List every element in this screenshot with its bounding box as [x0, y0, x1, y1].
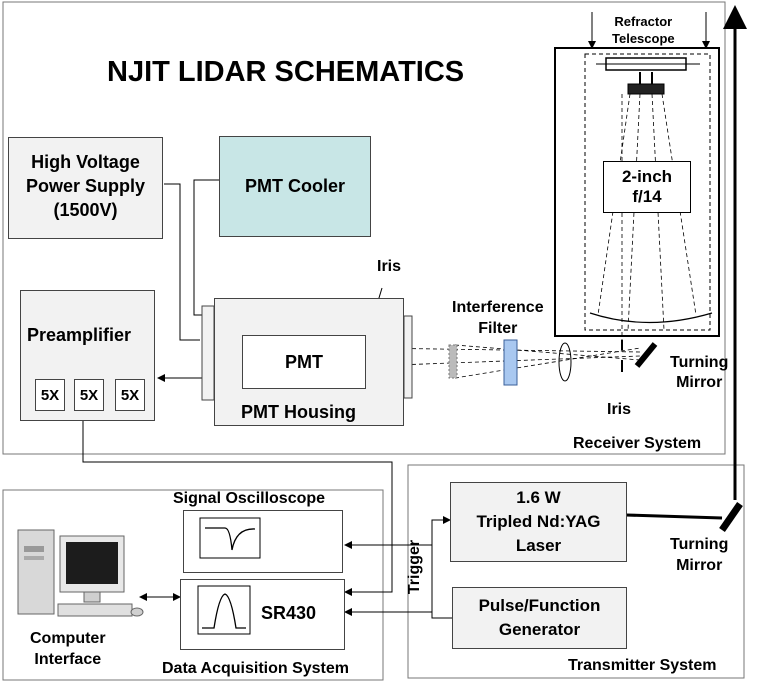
laser-label: 1.6 W Tripled Nd:YAG Laser	[476, 488, 601, 555]
focusing-lens	[558, 342, 572, 382]
sr430: SR430	[180, 579, 345, 650]
amp-5x-3: 5X	[115, 379, 145, 411]
amp-5x-3-label: 5X	[120, 386, 140, 404]
transmitter-system-label: Transmitter System	[568, 657, 717, 674]
preamplifier: Preamplifier 5X 5X 5X	[20, 290, 155, 421]
signal-oscilloscope	[183, 510, 343, 573]
amp-5x-2: 5X	[74, 379, 104, 411]
interference-filter-element	[503, 339, 518, 386]
receiver-system-label: Receiver System	[573, 435, 702, 452]
telescope-spec: 2-inch f/14	[603, 161, 691, 213]
pulse-function-generator: Pulse/Function Generator	[452, 587, 627, 649]
secondary-holder	[627, 83, 665, 95]
pmt-cooler-label: PMT Cooler	[244, 176, 345, 196]
laser: 1.6 W Tripled Nd:YAG Laser	[450, 482, 627, 562]
sr430-label: SR430	[261, 603, 317, 623]
computer-illustration	[17, 529, 144, 617]
amp-5x-2-label: 5X	[79, 386, 99, 404]
page-title: NJIT LIDAR SCHEMATICS	[107, 56, 465, 88]
interference-filter-label: Interference Filter	[452, 299, 544, 337]
pulse-generator-label: Pulse/Function Generator	[478, 596, 601, 639]
trigger-label: Trigger	[406, 539, 424, 595]
daq-system-frame	[2, 489, 384, 681]
telescope-tube	[554, 47, 720, 337]
hv-power-supply-label: High Voltage Power Supply (1500V)	[25, 152, 146, 220]
transmitter-turning-mirror-label: Turning Mirror	[670, 536, 729, 574]
receiver-turning-mirror-label: Turning Mirror	[670, 354, 729, 391]
pmt-cooler: PMT Cooler	[219, 136, 371, 237]
amp-5x-1-label: 5X	[40, 386, 60, 404]
transmitter-system-frame	[407, 464, 745, 679]
hv-power-supply: High Voltage Power Supply (1500V)	[8, 137, 163, 239]
signal-oscilloscope-label: Signal Oscilloscope	[173, 490, 326, 507]
telescope-spec-label: 2-inch f/14	[621, 167, 673, 206]
telescope-label: Refractor Telescope	[612, 14, 675, 46]
iris-label-bottom: Iris	[607, 401, 632, 418]
daq-system-label: Data Acquisition System	[162, 660, 350, 677]
iris-label-top: Iris	[377, 258, 402, 275]
receiver-turning-mirror	[634, 342, 658, 368]
filter-iris	[448, 344, 458, 379]
pmt-label: PMT	[285, 351, 323, 372]
preamplifier-label: Preamplifier	[27, 325, 132, 345]
pmt-housing-label: PMT Housing	[241, 402, 356, 422]
computer-interface-label: Computer Interface	[30, 630, 106, 668]
transmitter-turning-mirror	[719, 502, 743, 532]
primary-mirror	[589, 312, 713, 324]
amp-5x-1: 5X	[35, 379, 65, 411]
receiver-system-frame	[2, 1, 726, 455]
telescope-inner	[584, 53, 711, 331]
pmt: PMT	[242, 335, 366, 389]
pmt-housing: PMT PMT Housing	[214, 298, 404, 426]
